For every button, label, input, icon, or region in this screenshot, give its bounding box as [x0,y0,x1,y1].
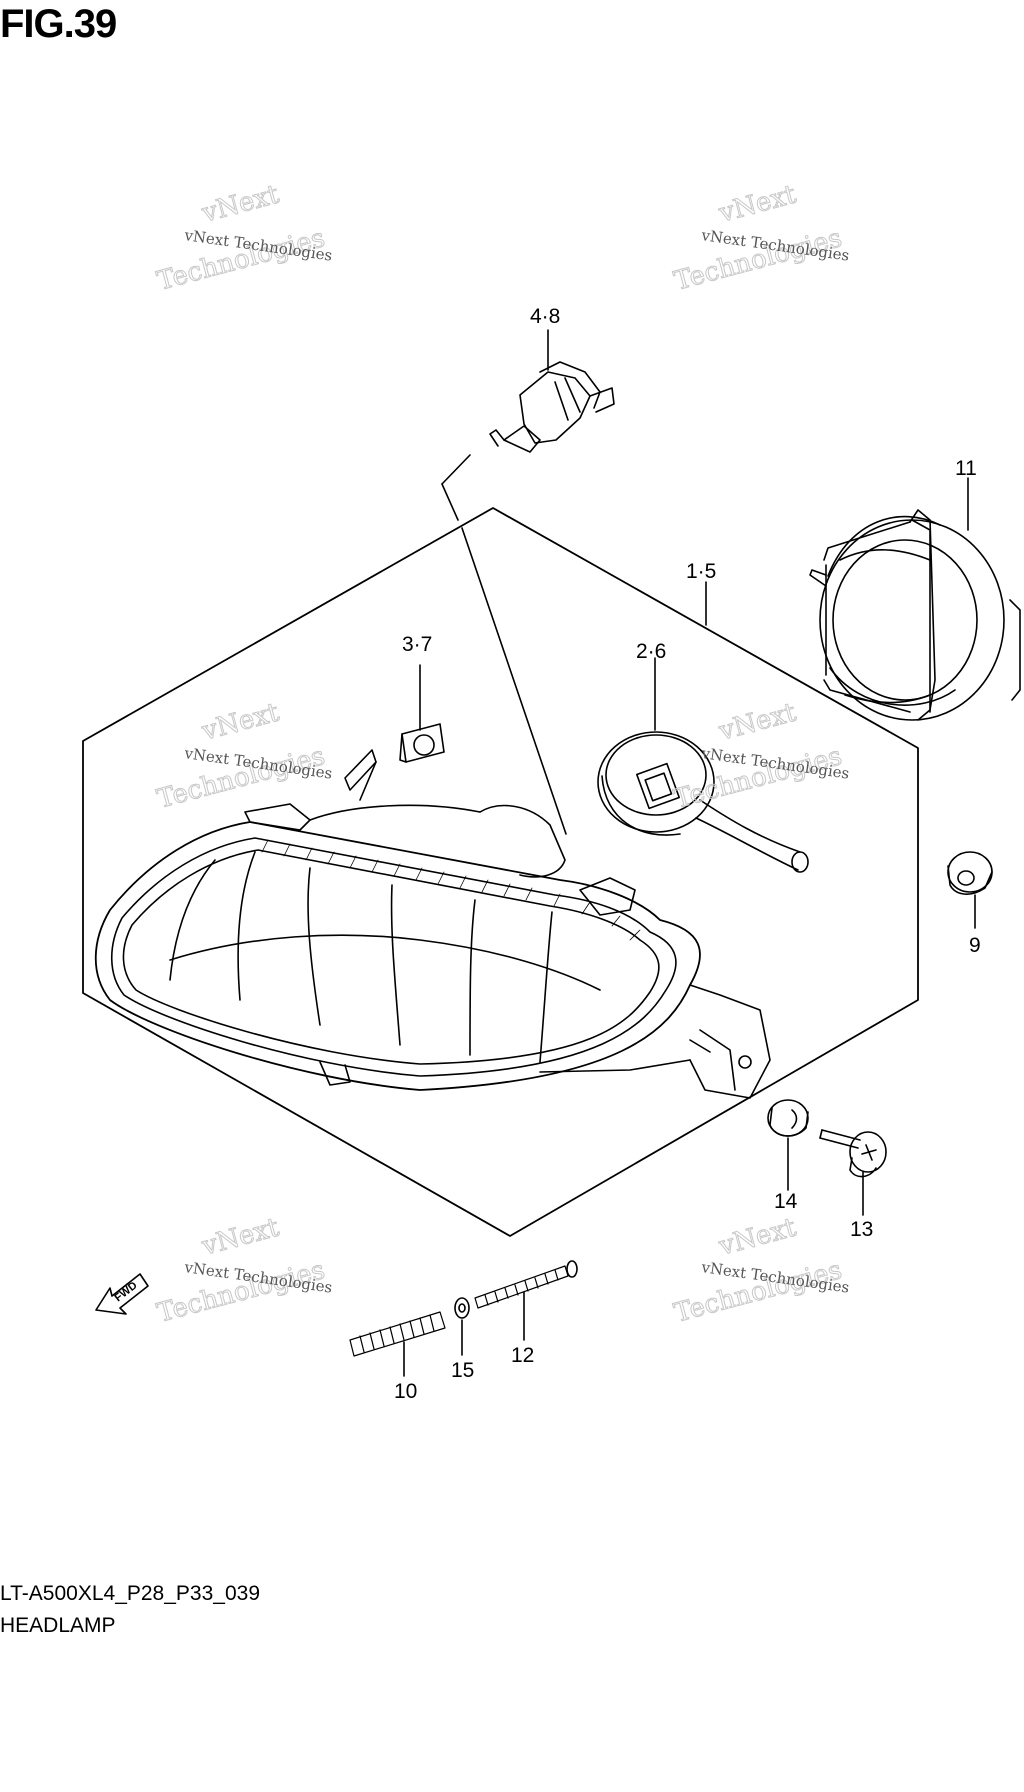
svg-text:vNext: vNext [198,1212,283,1262]
callout-3-7: 3·7 [402,633,432,656]
figure-name: HEADLAMP [0,1614,116,1637]
svg-text:vNext: vNext [715,1212,800,1262]
washer-part [454,1297,470,1356]
watermark-mid-right: vNext Technologies vNext Technologies [671,697,851,815]
housing-hatching [261,839,641,941]
assembly-boundary [82,507,919,1237]
callout-11: 11 [955,457,977,480]
callout-13: 13 [850,1218,873,1241]
callout-9: 9 [969,934,981,957]
svg-text:vNext: vNext [715,179,800,229]
clip-part [399,664,445,763]
figure-code: LT-A500XL4_P28_P33_039 [0,1582,260,1605]
callout-10: 10 [394,1380,417,1403]
screw-part [819,1129,887,1216]
watermark-top-left: vNext Technologies vNext Technologies [154,179,334,297]
figure-title: FIG.39 [0,2,117,46]
bolt-part [474,1260,578,1341]
callout-2-6: 2·6 [636,640,666,663]
grommet-part [947,851,993,929]
watermark-mid-left: vNext Technologies vNext Technologies [154,697,334,815]
callout-4-8: 4·8 [530,305,560,328]
nut-part [767,1099,809,1191]
headlamp-housing [94,749,771,1099]
svg-text:vNext: vNext [715,697,800,747]
retaining-ring-part [809,477,1021,721]
socket-part [597,657,809,873]
callout-1-5: 1·5 [686,560,716,583]
svg-text:vNext: vNext [198,697,283,747]
bulb-part [441,329,615,835]
watermark-top-right: vNext Technologies vNext Technologies [671,179,851,297]
callout-15: 15 [451,1359,474,1382]
watermark-bottom-right: vNext Technologies vNext Technologies [671,1212,851,1329]
callout-14: 14 [774,1190,798,1213]
fwd-arrow-icon [95,1273,149,1315]
spring-part [349,1311,446,1377]
watermark-bottom-left: vNext Technologies vNext Technologies [154,1212,334,1329]
callout-12: 12 [511,1344,534,1367]
svg-text:vNext: vNext [198,179,283,229]
